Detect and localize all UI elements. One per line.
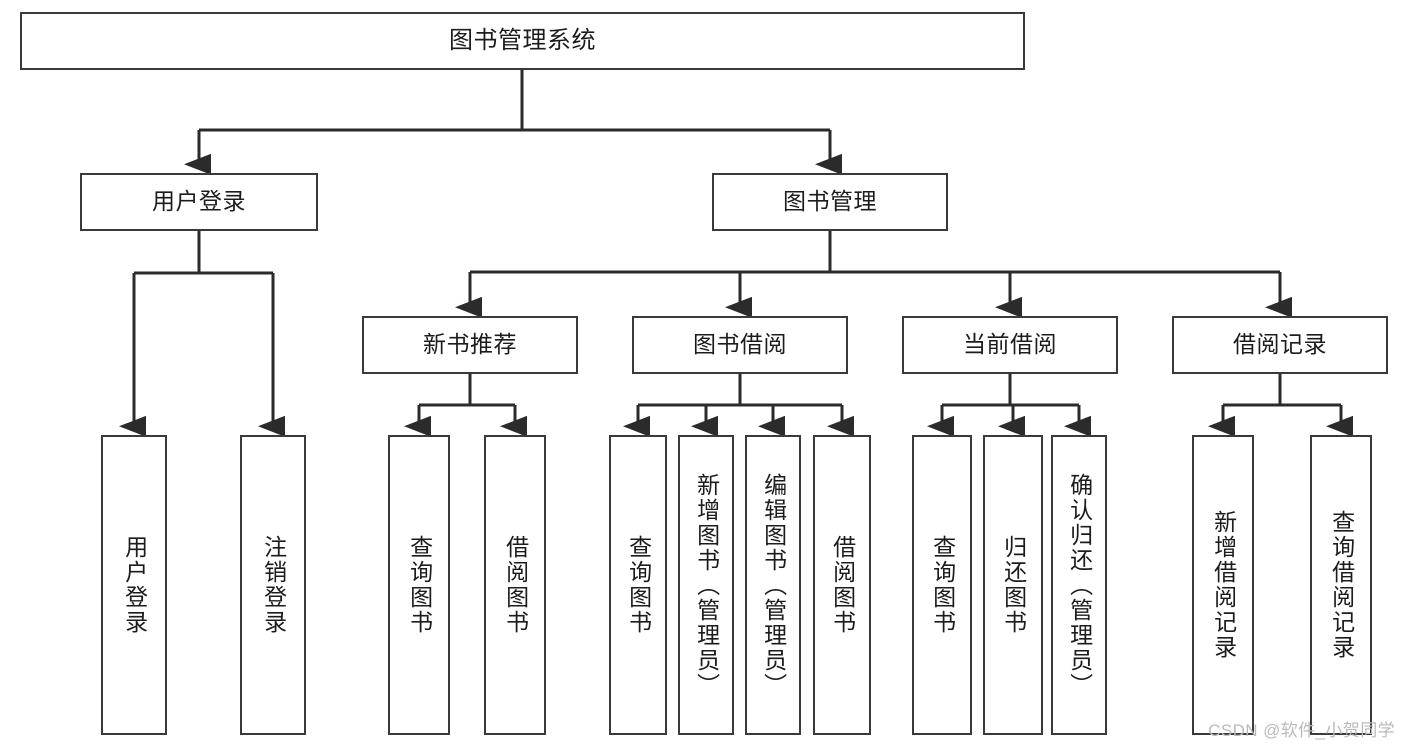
leaf-add-book-label: 新增图书（管理员） <box>693 472 720 698</box>
leaf-user-login-label: 用户登录 <box>121 535 148 635</box>
leaf-add-borrow-record-label: 新增借阅记录 <box>1210 510 1237 660</box>
leaf-query-book-recommend-label: 查询图书 <box>406 535 433 635</box>
leaf-borrow-book-label: 借阅图书 <box>829 535 856 635</box>
node-book-manage[interactable]: 图书管理 <box>712 173 948 231</box>
leaf-query-borrow-record-label: 查询借阅记录 <box>1328 510 1355 660</box>
leaf-edit-book-label: 编辑图书（管理员） <box>760 472 787 698</box>
leaf-borrow-book-recommend[interactable]: 借阅图书 <box>484 435 546 735</box>
leaf-query-book-label: 查询图书 <box>625 535 652 635</box>
leaf-logout-label: 注销登录 <box>260 535 287 635</box>
leaf-add-book[interactable]: 新增图书（管理员） <box>678 435 734 735</box>
node-new-book-recommend-label: 新书推荐 <box>423 331 517 358</box>
leaf-query-book-current[interactable]: 查询图书 <box>912 435 972 735</box>
leaf-add-borrow-record[interactable]: 新增借阅记录 <box>1192 435 1254 735</box>
leaf-query-book-recommend[interactable]: 查询图书 <box>388 435 450 735</box>
leaf-return-book-label: 归还图书 <box>1000 535 1027 635</box>
node-borrow-record[interactable]: 借阅记录 <box>1172 316 1388 374</box>
node-current-borrow-label: 当前借阅 <box>963 331 1057 358</box>
leaf-borrow-book[interactable]: 借阅图书 <box>813 435 871 735</box>
leaf-query-book-current-label: 查询图书 <box>929 535 956 635</box>
node-new-book-recommend[interactable]: 新书推荐 <box>362 316 578 374</box>
leaf-confirm-return-label: 确认归还（管理员） <box>1066 472 1093 698</box>
node-book-borrow[interactable]: 图书借阅 <box>632 316 848 374</box>
leaf-return-book[interactable]: 归还图书 <box>983 435 1043 735</box>
leaf-query-borrow-record[interactable]: 查询借阅记录 <box>1310 435 1372 735</box>
node-borrow-record-label: 借阅记录 <box>1233 331 1327 358</box>
leaf-confirm-return[interactable]: 确认归还（管理员） <box>1051 435 1107 735</box>
node-user-login[interactable]: 用户登录 <box>80 173 318 231</box>
leaf-user-login[interactable]: 用户登录 <box>101 435 167 735</box>
node-current-borrow[interactable]: 当前借阅 <box>902 316 1118 374</box>
leaf-borrow-book-recommend-label: 借阅图书 <box>502 535 529 635</box>
node-book-manage-label: 图书管理 <box>783 188 877 215</box>
csdn-watermark: CSDN @软件_小贺同学 <box>1208 721 1395 740</box>
node-root-label: 图书管理系统 <box>449 26 596 54</box>
node-book-borrow-label: 图书借阅 <box>693 331 787 358</box>
leaf-logout[interactable]: 注销登录 <box>240 435 306 735</box>
node-root[interactable]: 图书管理系统 <box>20 12 1025 70</box>
leaf-query-book[interactable]: 查询图书 <box>609 435 667 735</box>
node-user-login-label: 用户登录 <box>152 188 246 215</box>
leaf-edit-book[interactable]: 编辑图书（管理员） <box>745 435 801 735</box>
